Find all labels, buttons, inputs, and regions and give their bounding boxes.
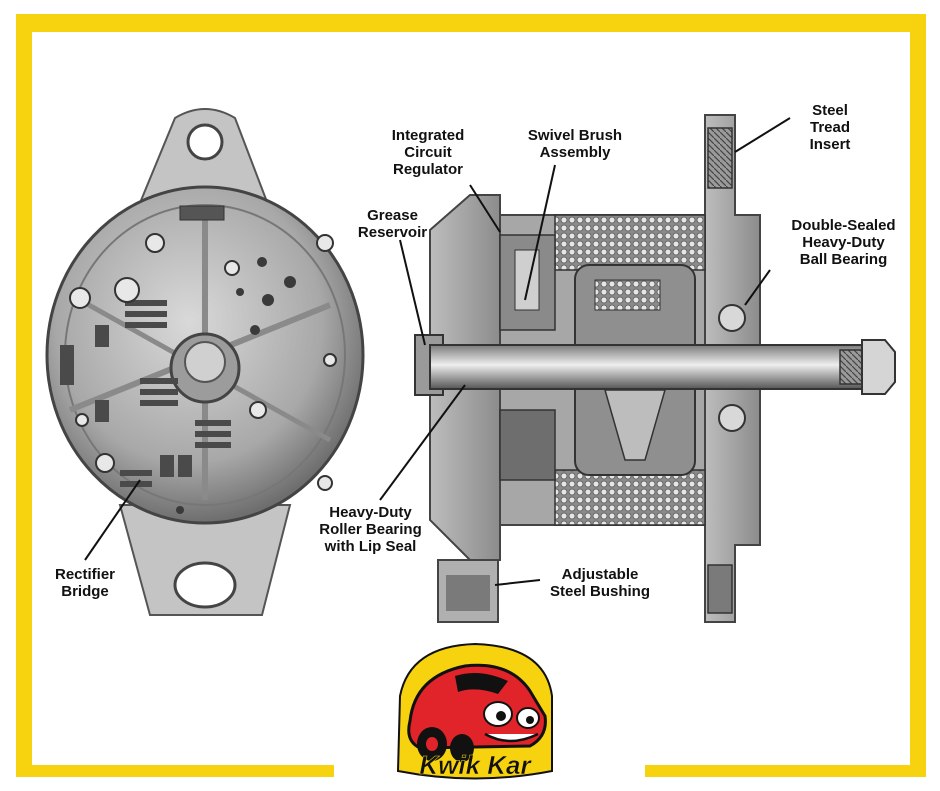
- label-double-sealed-ball-bearing: Double-Sealed Heavy-Duty Ball Bearing: [791, 217, 896, 268]
- frame-right: [910, 14, 926, 777]
- rotor-shaft: [429, 344, 871, 390]
- alternator-rear-view: [45, 108, 365, 616]
- ball-bearing-top: [718, 304, 746, 332]
- logo-text: Kwik Kar: [419, 750, 532, 780]
- label-swivel-brush-assembly: Swivel Brush Assembly: [527, 127, 623, 161]
- stator-winding-bottom: [554, 469, 706, 526]
- top-mount-hole: [186, 123, 224, 161]
- frame-bottom-left: [16, 765, 334, 777]
- bottom-mount-hole: [173, 561, 237, 609]
- top-mounting-ear: [133, 108, 274, 216]
- frame-top: [16, 14, 926, 32]
- kwik-kar-logo: Kwik Kar: [380, 636, 570, 786]
- label-integrated-circuit-regulator: Integrated Circuit Regulator: [391, 127, 465, 178]
- label-grease-reservoir: Grease Reservoir: [357, 207, 428, 241]
- ball-bearing-bottom: [718, 404, 746, 432]
- label-steel-tread-insert: Steel Tread Insert: [809, 102, 851, 153]
- leader-lines: [84, 117, 791, 586]
- frame-bottom-right: [645, 765, 926, 777]
- kwik-kar-logo-art: Kwik Kar: [396, 642, 553, 780]
- stator-winding-top: [554, 214, 706, 271]
- label-rectifier-bridge: Rectifier Bridge: [54, 566, 116, 600]
- label-adjustable-steel-bushing: Adjustable Steel Bushing: [549, 566, 650, 600]
- steel-tread-insert-part: [707, 127, 733, 189]
- shaft-nut: [861, 339, 896, 395]
- frame-left: [16, 14, 32, 777]
- alternator-cutaway-view: [414, 114, 896, 623]
- label-heavy-duty-roller-bearing: Heavy-Duty Roller Bearing with Lip Seal: [319, 504, 422, 555]
